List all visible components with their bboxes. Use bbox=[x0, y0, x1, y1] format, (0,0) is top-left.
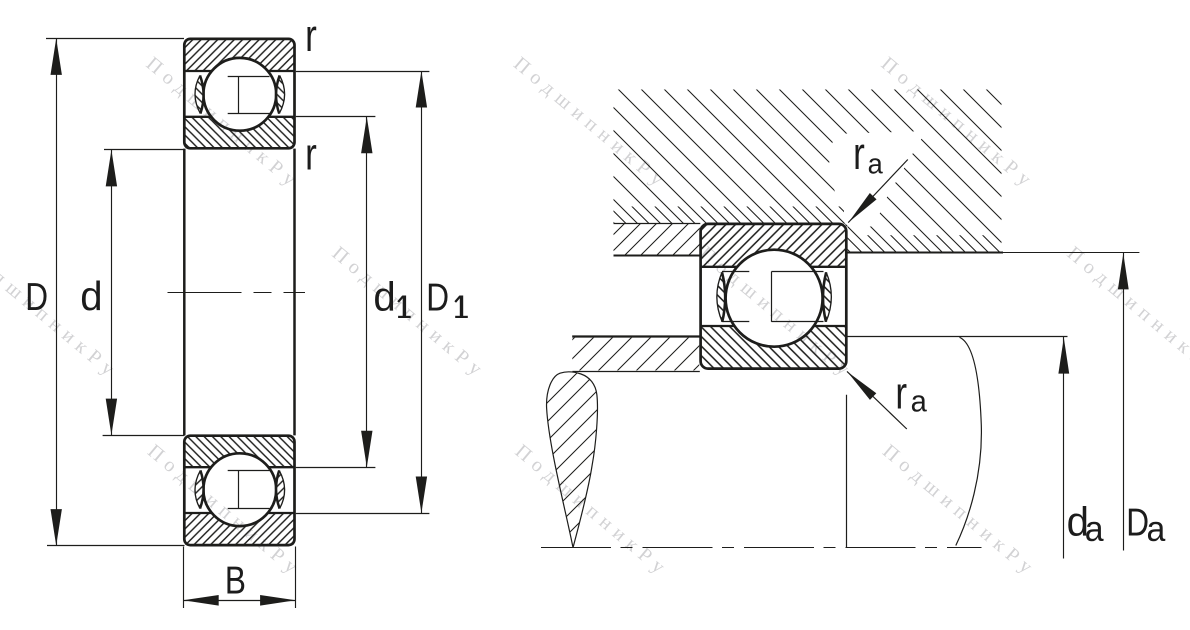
svg-text:r: r bbox=[305, 10, 317, 61]
svg-text:a: a bbox=[911, 385, 927, 419]
svg-text:a: a bbox=[868, 148, 883, 180]
svg-text:r: r bbox=[895, 367, 907, 418]
svg-text:D: D bbox=[1126, 500, 1149, 544]
svg-text:d: d bbox=[1067, 498, 1089, 544]
svg-text:r: r bbox=[853, 128, 865, 179]
svg-text:r: r bbox=[305, 128, 317, 179]
svg-text:D: D bbox=[426, 275, 449, 319]
svg-text:D: D bbox=[25, 275, 48, 319]
svg-text:a: a bbox=[1147, 509, 1166, 549]
svg-text:a: a bbox=[1085, 509, 1104, 549]
svg-text:d: d bbox=[373, 273, 395, 319]
svg-text:d: d bbox=[80, 273, 102, 319]
svg-text:B: B bbox=[225, 558, 246, 602]
